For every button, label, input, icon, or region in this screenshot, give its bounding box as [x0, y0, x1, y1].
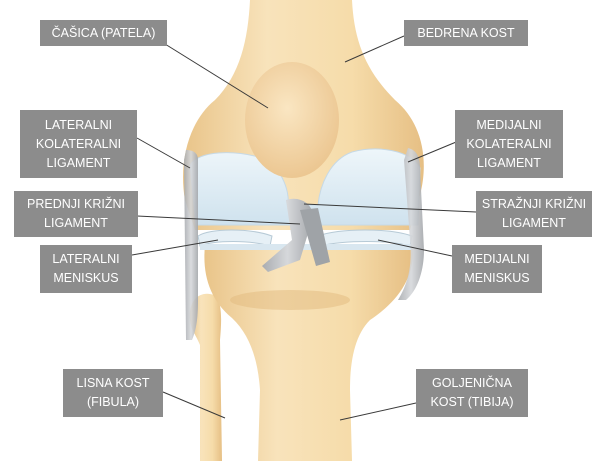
label-femur: BEDRENA KOST [404, 20, 528, 46]
label-lateral-meniscus: LATERALNI MENISKUS [40, 245, 132, 293]
label-fibula: LISNA KOST (FIBULA) [63, 369, 163, 417]
label-lateral-collateral-ligament: LATERALNI KOLATERALNI LIGAMENT [20, 110, 137, 178]
lateral-meniscus-shape [198, 230, 272, 246]
label-anterior-cruciate-ligament: PREDNJI KRIŽNI LIGAMENT [14, 191, 138, 237]
medial-meniscus-shape [318, 230, 412, 246]
patella-shape [245, 62, 339, 178]
label-tibia: GOLJENIČNA KOST (TIBIJA) [416, 369, 528, 417]
label-medial-meniscus: MEDIJALNI MENISKUS [452, 245, 542, 293]
label-medial-collateral-ligament: MEDIJALNI KOLATERALNI LIGAMENT [455, 110, 563, 178]
label-posterior-cruciate-ligament: STRAŽNJI KRIŽNI LIGAMENT [476, 191, 592, 237]
label-patella: ČAŠICA (PATELA) [40, 20, 167, 46]
tibia-shape [204, 245, 412, 461]
